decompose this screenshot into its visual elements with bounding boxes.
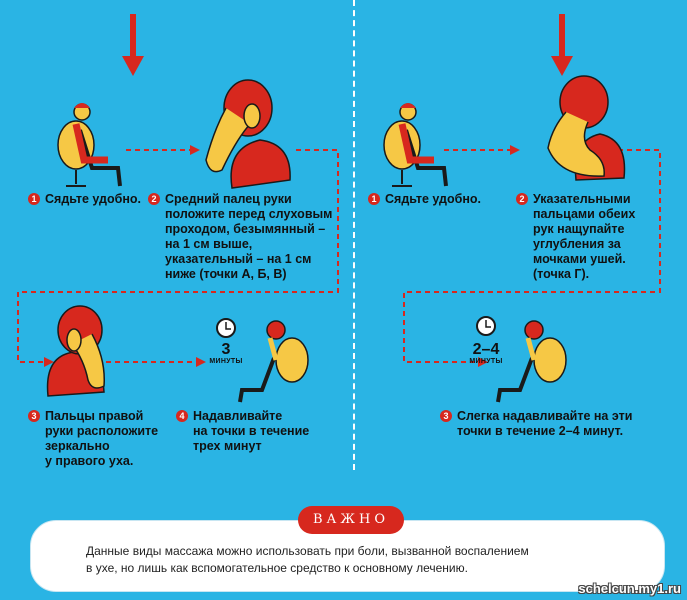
step-line: Слегка надавливайте на эти xyxy=(457,409,633,423)
arrow-down-icon xyxy=(122,14,144,76)
step-number-badge: 4 xyxy=(176,410,188,422)
step-number-badge: 2 xyxy=(516,193,528,205)
ear-massage-figure xyxy=(547,75,626,181)
step-text: Сядьте удобно. xyxy=(45,192,141,206)
step-line: Надавливайте xyxy=(193,409,283,423)
right-step-3: 3 Слегка надавливайте на эти точки в тече… xyxy=(440,409,680,439)
arrow-down-icon xyxy=(551,14,573,76)
right-step-2: 2 Указательными пальцами обеих рук нащупа… xyxy=(516,192,676,282)
ear-massage-figure xyxy=(205,79,291,189)
step-line: рук нащупайте xyxy=(533,222,625,236)
important-note-text: Данные виды массажа можно использовать п… xyxy=(86,543,646,577)
clock-icon xyxy=(216,318,236,338)
step-line: Пальцы правой xyxy=(45,409,144,423)
step-number-badge: 3 xyxy=(28,410,40,422)
seated-person-figure xyxy=(383,103,448,187)
timer-value: 3 xyxy=(221,341,231,358)
arrow-right-icon xyxy=(196,357,206,367)
timer-left: 3 МИНУТЫ xyxy=(206,342,246,366)
note-line: Данные виды массажа можно использовать п… xyxy=(86,544,529,558)
step-number-badge: 1 xyxy=(368,193,380,205)
seated-person-figure xyxy=(238,320,309,403)
step-line: пальцами обеих xyxy=(533,207,636,221)
step-line: ниже (точки А, Б, В) xyxy=(165,267,287,281)
step-line: углубления за xyxy=(533,237,621,251)
step-line: руки расположите xyxy=(45,424,159,438)
timer-right: 2–4 МИНУТЫ xyxy=(462,342,510,366)
left-step-4: 4 Надавливайте на точки в течение трех ми… xyxy=(176,409,346,454)
important-badge: ВАЖНО xyxy=(298,506,404,534)
step-line: трех минут xyxy=(193,439,262,453)
watermark: schelcun.my1.ru xyxy=(578,581,681,596)
note-line: в ухе, но лишь как вспомогательное средс… xyxy=(86,561,468,575)
arrow-right-icon xyxy=(510,145,520,155)
left-step-2: 2 Средний палец руки положите перед слухо… xyxy=(148,192,338,282)
step-line: мочками ушей. xyxy=(533,252,626,266)
step-number-badge: 2 xyxy=(148,193,160,205)
step-line: положите перед слуховым xyxy=(165,207,333,221)
step-line: точки в течение 2–4 минут. xyxy=(457,424,624,438)
step-line: (точка Г). xyxy=(533,267,590,281)
arrow-right-icon xyxy=(44,357,54,367)
arrow-right-icon xyxy=(478,357,488,367)
seated-person-figure xyxy=(57,103,122,187)
timer-unit: МИНУТЫ xyxy=(469,358,503,365)
flow-path xyxy=(403,149,661,363)
flow-path xyxy=(17,149,339,363)
left-step-3: 3 Пальцы правой руки расположите зеркальн… xyxy=(28,409,168,469)
step-line: Средний палец руки xyxy=(165,192,292,206)
ear-massage-figure xyxy=(46,305,105,397)
step-line: зеркально xyxy=(45,439,110,453)
right-step-1: 1 Сядьте удобно. xyxy=(368,192,481,207)
left-step-1: 1 Сядьте удобно. xyxy=(28,192,141,207)
clock-icon xyxy=(476,316,496,336)
step-line: на точки в течение xyxy=(193,424,310,438)
step-number-badge: 3 xyxy=(440,410,452,422)
column-divider xyxy=(353,0,355,470)
seated-person-figure xyxy=(496,320,567,403)
step-line: проходом, безымянный – xyxy=(165,222,326,236)
arrow-right-icon xyxy=(190,145,200,155)
step-line: указательный – на 1 см xyxy=(165,252,312,266)
step-line: Указательными xyxy=(533,192,631,206)
step-number-badge: 1 xyxy=(28,193,40,205)
timer-unit: МИНУТЫ xyxy=(209,358,243,365)
step-line: на 1 см выше, xyxy=(165,237,253,251)
step-line: у правого уха. xyxy=(45,454,134,468)
step-text: Сядьте удобно. xyxy=(385,192,481,206)
timer-value: 2–4 xyxy=(472,341,500,358)
